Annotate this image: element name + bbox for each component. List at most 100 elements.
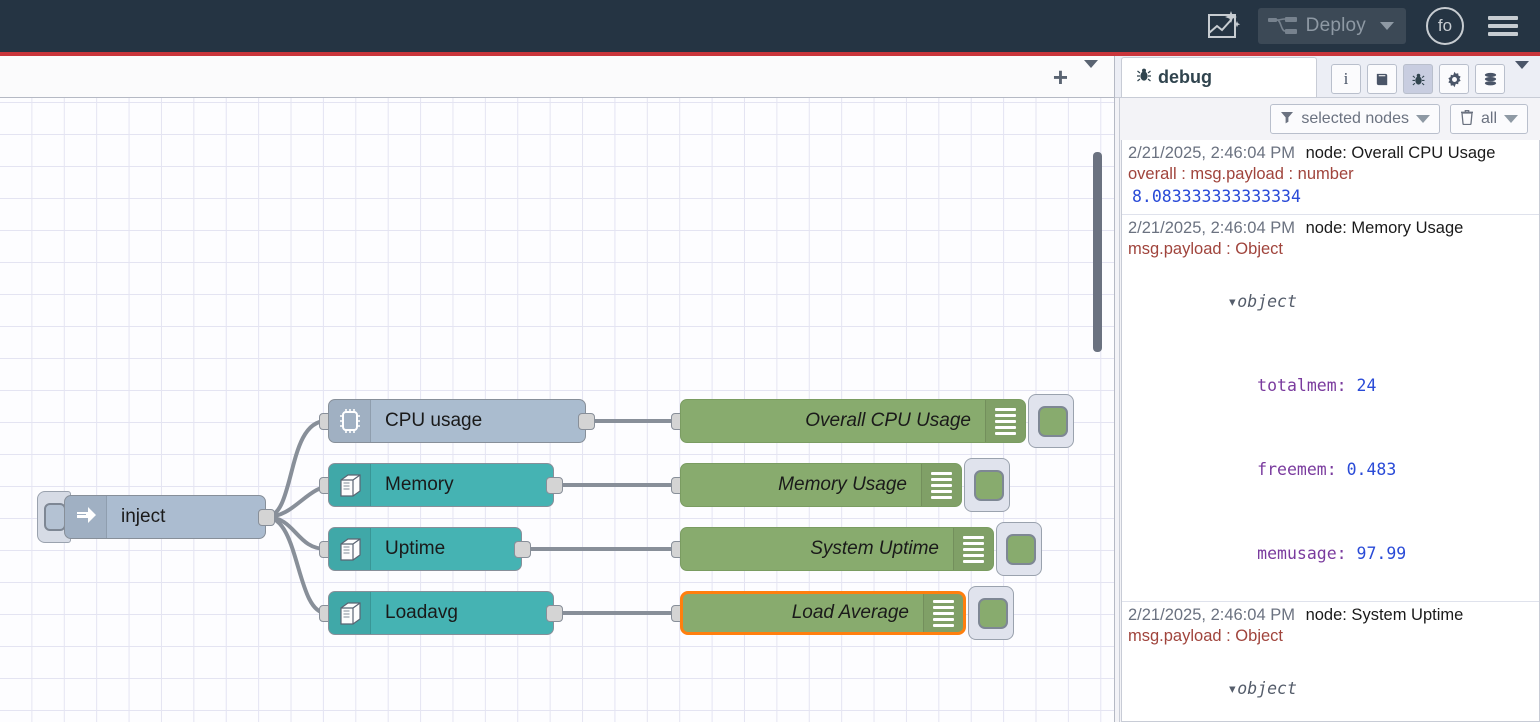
- debug-message[interactable]: 2/21/2025, 2:46:04 PM node: Memory Usage…: [1122, 215, 1539, 602]
- node-cpu-usage[interactable]: CPU usage: [319, 399, 595, 443]
- sidebar-more-menu-button[interactable]: [1511, 61, 1537, 87]
- node-label: Overall CPU Usage: [805, 410, 971, 431]
- node-output-port[interactable]: [514, 541, 531, 558]
- chevron-down-icon[interactable]: [1380, 22, 1394, 30]
- debug-topic: msg.payload : Object: [1128, 240, 1283, 258]
- debug-object-root[interactable]: ▾object: [1128, 260, 1533, 344]
- debug-lines-icon: [953, 528, 993, 570]
- debug-timestamp: 2/21/2025, 2:46:04 PM: [1128, 144, 1295, 162]
- filter-label: selected nodes: [1301, 110, 1409, 127]
- debug-object-label: object: [1237, 679, 1297, 698]
- node-memory-usage[interactable]: Memory Usage: [671, 458, 1010, 512]
- chevron-down-icon: [1415, 115, 1430, 123]
- debug-timestamp: 2/21/2025, 2:46:04 PM: [1128, 219, 1295, 237]
- chevron-down-icon: [1504, 115, 1518, 123]
- node-label: CPU usage: [385, 410, 483, 431]
- debug-source-node[interactable]: node: Memory Usage: [1305, 219, 1464, 237]
- debug-toggle-button[interactable]: [996, 522, 1042, 576]
- node-loadavg[interactable]: Loadavg: [319, 591, 563, 635]
- debug-value: 24: [1356, 376, 1377, 395]
- debug-toggle-button[interactable]: [1028, 394, 1074, 448]
- deploy-button[interactable]: Deploy: [1257, 8, 1406, 44]
- deploy-label: Deploy: [1305, 15, 1366, 36]
- deploy-nodes-icon: [1267, 15, 1298, 37]
- debug-key: freemem: [1257, 460, 1327, 479]
- node-overall-cpu-usage[interactable]: Overall CPU Usage: [671, 394, 1074, 448]
- debug-bug-icon[interactable]: [1403, 64, 1433, 94]
- debug-message[interactable]: 2/21/2025, 2:46:04 PM node: System Uptim…: [1122, 602, 1539, 721]
- expander-caret-down-icon[interactable]: ▾: [1227, 679, 1238, 698]
- debug-lines-icon: [985, 400, 1025, 442]
- debug-toggle-button[interactable]: [968, 586, 1014, 640]
- debug-key: totalmem: [1257, 376, 1337, 395]
- expander-caret-down-icon[interactable]: ▾: [1227, 292, 1238, 311]
- debug-toggle-button[interactable]: [964, 458, 1010, 512]
- debug-object-row: totalmem: 24: [1257, 376, 1377, 395]
- node-label: System Uptime: [810, 538, 939, 559]
- debug-lines-icon: [923, 594, 963, 632]
- sidebar-tabbar: debug i: [1115, 56, 1540, 98]
- debug-value: 0.483: [1346, 460, 1397, 479]
- debug-object-label: object: [1237, 292, 1297, 311]
- node-memory[interactable]: Memory: [319, 463, 563, 507]
- server-box-icon: [329, 464, 371, 506]
- context-data-icon[interactable]: [1475, 64, 1505, 94]
- node-load-average[interactable]: Load Average: [671, 586, 1014, 640]
- trash-icon: [1460, 109, 1474, 130]
- debug-filter-bar: selected nodes all: [1115, 98, 1540, 140]
- hamburger-menu-icon[interactable]: [1488, 12, 1518, 40]
- node-system-uptime[interactable]: System Uptime: [671, 522, 1042, 576]
- filter-selected-nodes-button[interactable]: selected nodes: [1270, 104, 1440, 134]
- node-label: Memory: [385, 474, 454, 495]
- app-header: Deploy fo: [0, 0, 1540, 52]
- node-label: Uptime: [385, 538, 446, 559]
- debug-message[interactable]: 2/21/2025, 2:46:04 PM node: Overall CPU …: [1122, 140, 1539, 215]
- node-label: Loadavg: [385, 602, 458, 623]
- debug-key: memusage: [1257, 544, 1337, 563]
- canvas-vertical-scrollbar[interactable]: [1093, 152, 1102, 352]
- info-icon[interactable]: i: [1331, 64, 1361, 94]
- chevron-down-icon: [1084, 59, 1098, 85]
- node-output-port[interactable]: [578, 413, 595, 430]
- debug-source-node[interactable]: node: Overall CPU Usage: [1305, 144, 1496, 162]
- gear-icon[interactable]: [1439, 64, 1469, 94]
- node-output-port[interactable]: [546, 477, 563, 494]
- debug-lines-icon: [921, 464, 961, 506]
- debug-value: 8.083333333333334: [1132, 187, 1301, 206]
- server-box-icon: [329, 528, 371, 570]
- tab-debug[interactable]: debug: [1121, 57, 1317, 97]
- help-book-icon[interactable]: [1367, 64, 1397, 94]
- debug-object-row: freemem: 0.483: [1257, 460, 1397, 479]
- node-label: Load Average: [791, 602, 909, 623]
- workspace: +: [0, 56, 1114, 722]
- add-flow-button[interactable]: +: [1052, 61, 1068, 92]
- debug-object-root[interactable]: ▾object: [1128, 647, 1533, 721]
- flow-generate-icon[interactable]: [1200, 6, 1244, 46]
- header-accent-line: [0, 52, 1540, 56]
- node-uptime[interactable]: Uptime: [319, 527, 531, 571]
- flow-canvas[interactable]: inject: [0, 98, 1114, 722]
- node-output-port[interactable]: [258, 509, 275, 526]
- flow-list-menu-button[interactable]: [1080, 59, 1114, 86]
- clear-label: all: [1480, 110, 1497, 127]
- chevron-down-icon: [1515, 61, 1529, 86]
- server-box-icon: [329, 592, 371, 634]
- cpu-chip-icon: [329, 400, 371, 442]
- debug-topic: msg.payload : Object: [1128, 627, 1283, 645]
- debug-source-node[interactable]: node: System Uptime: [1305, 606, 1464, 624]
- node-inject[interactable]: inject: [37, 491, 275, 543]
- node-output-port[interactable]: [546, 605, 563, 622]
- node-label: Memory Usage: [778, 474, 907, 495]
- debug-topic: overall : msg.payload : number: [1128, 165, 1354, 183]
- debug-value: 97.99: [1356, 544, 1407, 563]
- sidebar-tool-group: i: [1331, 61, 1537, 94]
- avatar[interactable]: fo: [1426, 7, 1464, 45]
- tab-debug-label: debug: [1158, 67, 1212, 87]
- flow-tabbar: +: [0, 56, 1114, 98]
- avatar-initials: fo: [1437, 16, 1453, 35]
- clear-messages-button[interactable]: all: [1449, 104, 1528, 134]
- sidebar: debug i: [1114, 56, 1540, 722]
- filter-icon: [1280, 110, 1294, 129]
- debug-message-list[interactable]: 2/21/2025, 2:46:04 PM node: Overall CPU …: [1121, 140, 1540, 722]
